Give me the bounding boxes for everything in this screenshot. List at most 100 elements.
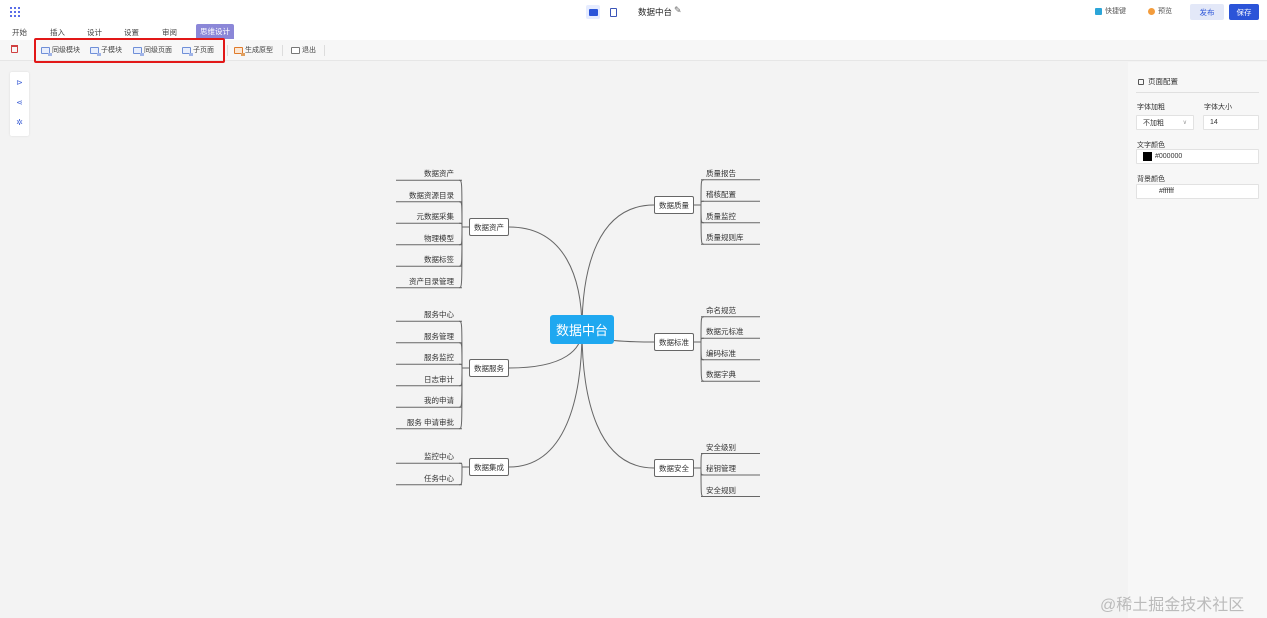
leaf-connector [700,467,705,497]
leaf-connector [458,466,463,486]
text-color-label: 文字颜色 [1137,142,1165,149]
apps-grid-icon[interactable] [10,7,20,17]
leaf-connector [458,462,463,468]
save-button[interactable]: 保存 [1229,4,1259,20]
font-weight-value: 不加粗 [1143,119,1164,127]
chevron-down-icon: ∨ [1182,120,1187,126]
leaf-connector [458,222,463,228]
mindmap-leaf-node[interactable]: 物理模型 [424,233,454,243]
toolbar-divider [324,45,325,56]
sibling-module-icon [41,46,52,56]
leaf-connector [700,453,705,469]
mindmap-leaf-node[interactable]: 命名规范 [706,305,736,315]
font-weight-label: 字体加粗 [1137,104,1165,111]
mindmap-leaf-node[interactable]: 数据元标准 [706,327,744,337]
mindmap-leaf-node[interactable]: 服务 申请审批 [406,417,454,427]
branch-connector [508,226,583,331]
mindmap-leaf-node[interactable]: 服务管理 [424,331,454,341]
child-page-icon [182,46,193,56]
mindmap-branch-node[interactable]: 数据服务 [469,359,509,377]
tablet-view-button[interactable] [606,5,620,19]
share-structure-icon[interactable]: ⋖ [16,98,23,107]
sibling-module-label: 同级模块 [52,47,80,54]
leaf-connector [700,341,705,382]
mindmap-leaf-node[interactable]: 安全规则 [706,485,736,495]
menu-item-insert[interactable]: 插入 [50,28,65,37]
mindmap-root-node[interactable]: 数据中台 [550,315,614,344]
generate-prototype-button[interactable]: 生成原型 [234,45,273,56]
mindmap-leaf-node[interactable]: 数据资产 [424,169,454,179]
generate-prototype-label: 生成原型 [245,47,273,54]
mindmap-leaf-node[interactable]: 监控中心 [424,452,454,462]
child-module-label: 子模块 [101,47,122,54]
child-page-button[interactable]: 子页面 [182,45,214,56]
mindmap-leaf-node[interactable]: 安全级别 [706,442,736,452]
mindmap-leaf-node[interactable]: 任务中心 [424,473,454,483]
mindmap-leaf-node[interactable]: 数据标签 [424,255,454,265]
desktop-view-button[interactable] [586,5,600,19]
font-weight-select[interactable]: 不加粗 ∨ [1136,115,1194,130]
menu-item-design[interactable]: 设计 [87,28,102,37]
preview-label: 预览 [1158,8,1172,15]
bg-color-value: #ffffff [1159,188,1174,195]
menu-item-review[interactable]: 审阅 [162,28,177,37]
exit-label: 退出 [302,47,316,54]
text-color-value: #000000 [1155,153,1183,160]
mindmap-leaf-node[interactable]: 稽核配置 [706,190,736,200]
child-module-button[interactable]: 子模块 [90,45,122,56]
text-color-picker[interactable]: #000000 [1136,149,1259,164]
mindmap-branch-node[interactable]: 数据质量 [654,196,694,214]
mindmap-leaf-node[interactable]: 数据资源目录 [409,190,454,200]
exit-button[interactable]: 退出 [291,45,316,55]
radial-layout-icon[interactable]: ✲ [16,118,23,127]
watermark: @稀土掘金技术社区 [1100,597,1245,614]
preview-button[interactable]: 预览 [1148,6,1172,16]
leaf-connector [458,226,463,289]
mindmap-leaf-node[interactable]: 质量报告 [706,168,736,178]
publish-button[interactable]: 发布 [1190,4,1224,20]
font-size-value: 14 [1210,119,1218,126]
leaf-connector [458,367,463,430]
mindmap-leaf-node[interactable]: 质量规则库 [706,233,744,243]
delete-icon[interactable] [11,45,18,53]
mindmap-leaf-node[interactable]: 资产目录管理 [409,276,454,286]
mindmap-leaf-node[interactable]: 编码标准 [706,348,736,358]
sibling-module-button[interactable]: 同级模块 [41,45,80,56]
layout-right-icon[interactable]: ⊳ [16,78,23,87]
mindmap-branch-node[interactable]: 数据标准 [654,333,694,351]
mindmap-leaf-node[interactable]: 元数据采集 [416,212,455,222]
shortcut-button[interactable]: 快捷键 [1095,6,1126,16]
panel-divider [1136,92,1259,93]
mindmap-leaf-node[interactable]: 日志审计 [424,374,454,384]
mindmap-branch-node[interactable]: 数据安全 [654,459,694,477]
mindmap-leaf-node[interactable]: 质量监控 [706,211,736,221]
panel-header: 页面配置 [1138,76,1178,87]
menu-item-mind-design[interactable]: 思维设计 [196,24,234,39]
menu-item-start[interactable]: 开始 [12,28,27,37]
mindmap-leaf-node[interactable]: 我的申请 [424,396,454,406]
branch-connector [581,204,655,331]
font-size-input[interactable]: 14 [1203,115,1259,130]
bg-color-label: 背景颜色 [1137,176,1165,183]
shortcut-label: 快捷键 [1105,8,1126,15]
menu-item-settings[interactable]: 设置 [124,28,139,37]
bg-color-picker[interactable]: #ffffff [1136,184,1259,199]
mindmap-leaf-node[interactable]: 服务中心 [424,310,454,320]
mindmap-connectors [396,179,760,497]
text-color-swatch [1143,152,1152,161]
mindmap-branch-node[interactable]: 数据资产 [469,218,509,236]
mindmap-leaf-node[interactable]: 服务监控 [424,353,454,363]
mindmap-branch-node[interactable]: 数据集成 [469,458,509,476]
leaf-connector [458,363,463,369]
mindmap-leaf-node[interactable]: 秘钥管理 [706,464,736,473]
child-module-icon [90,46,101,56]
left-tool-panel: ⊳ ⋖ ✲ [10,72,29,136]
mindmap-canvas[interactable]: 数据中台 数据资产数据资产数据资源目录元数据采集物理模型数据标签资产目录管理数据… [0,62,1127,618]
edit-title-icon[interactable]: ✎ [674,5,682,15]
mindmap-leaf-node[interactable]: 数据字典 [706,370,736,380]
panel-title: 页面配置 [1148,77,1178,86]
menu-bar: 开始 插入 设计 设置 审阅 思维设计 [0,24,1267,40]
sibling-page-button[interactable]: 同级页面 [133,45,172,56]
child-page-label: 子页面 [193,47,214,54]
top-bar: 数据中台 ✎ 快捷键 预览 发布 保存 [0,0,1267,24]
